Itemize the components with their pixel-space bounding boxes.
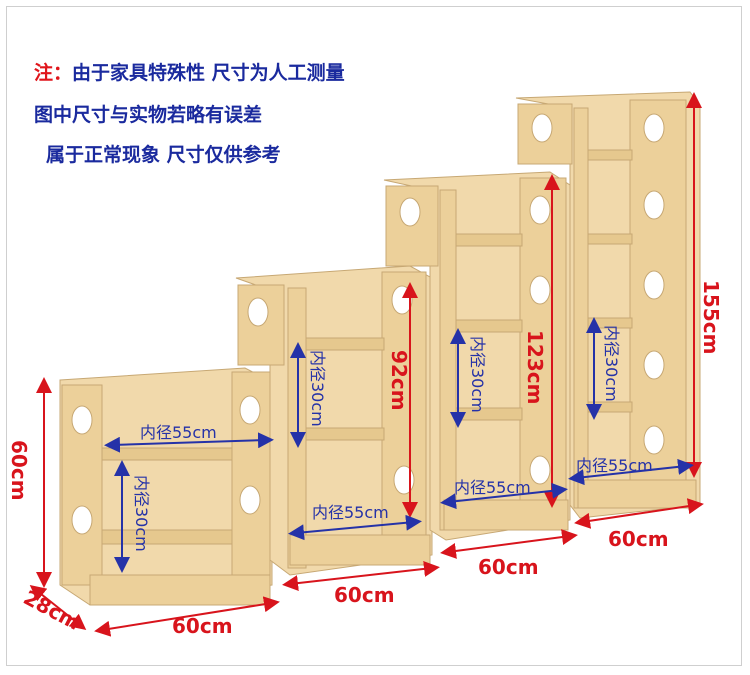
- inner-width-label-3: 内径55cm: [454, 478, 531, 497]
- note-line-1: 注：由于家具特殊性 尺寸为人工测量: [34, 58, 345, 85]
- inner-width-label-2: 内径55cm: [312, 503, 389, 522]
- shelf-unit-tall: [383, 171, 571, 541]
- note-line-2: 图中尺寸与实物若略有误差: [34, 104, 263, 126]
- inner-height-label-3: 内径30cm: [468, 336, 487, 413]
- height-tall-label: 123cm: [523, 330, 547, 404]
- inner-width-arrow-1: [104, 432, 274, 453]
- width-1-arrow: [94, 596, 280, 637]
- inner-width-arrow-2: [288, 514, 422, 541]
- width-1-label: 60cm: [172, 614, 233, 638]
- height-mid-label: 92cm: [387, 350, 411, 411]
- inner-height-label-4: 内径30cm: [602, 325, 621, 402]
- note-line-1-text: 由于家具特殊性 尺寸为人工测量: [72, 62, 345, 84]
- note-line-3: 属于正常现象 尺寸仅供参考: [46, 144, 281, 166]
- height-tallest-label: 155cm: [699, 280, 723, 354]
- shelf-unit-tallest: [515, 91, 701, 519]
- width-2-label: 60cm: [334, 583, 395, 607]
- width-4-arrow: [574, 498, 704, 529]
- note-prefix: 注：: [34, 62, 73, 84]
- width-2-arrow: [282, 560, 440, 592]
- width-4-label: 60cm: [608, 527, 669, 551]
- inner-width-label-1: 内径55cm: [140, 423, 217, 442]
- inner-height-label-2: 内径30cm: [308, 350, 327, 427]
- shelf-unit-small: [59, 367, 273, 606]
- image-frame: [6, 6, 742, 666]
- depth-arrow: [29, 585, 87, 630]
- inner-width-label-4: 内径55cm: [576, 456, 653, 475]
- width-3-label: 60cm: [478, 555, 539, 579]
- width-3-arrow: [440, 529, 578, 559]
- inner-width-arrow-3: [440, 482, 568, 510]
- inner-width-arrow-4: [568, 458, 694, 486]
- height-small-label: 60cm: [7, 440, 31, 501]
- inner-height-label-1: 内径30cm: [132, 475, 151, 552]
